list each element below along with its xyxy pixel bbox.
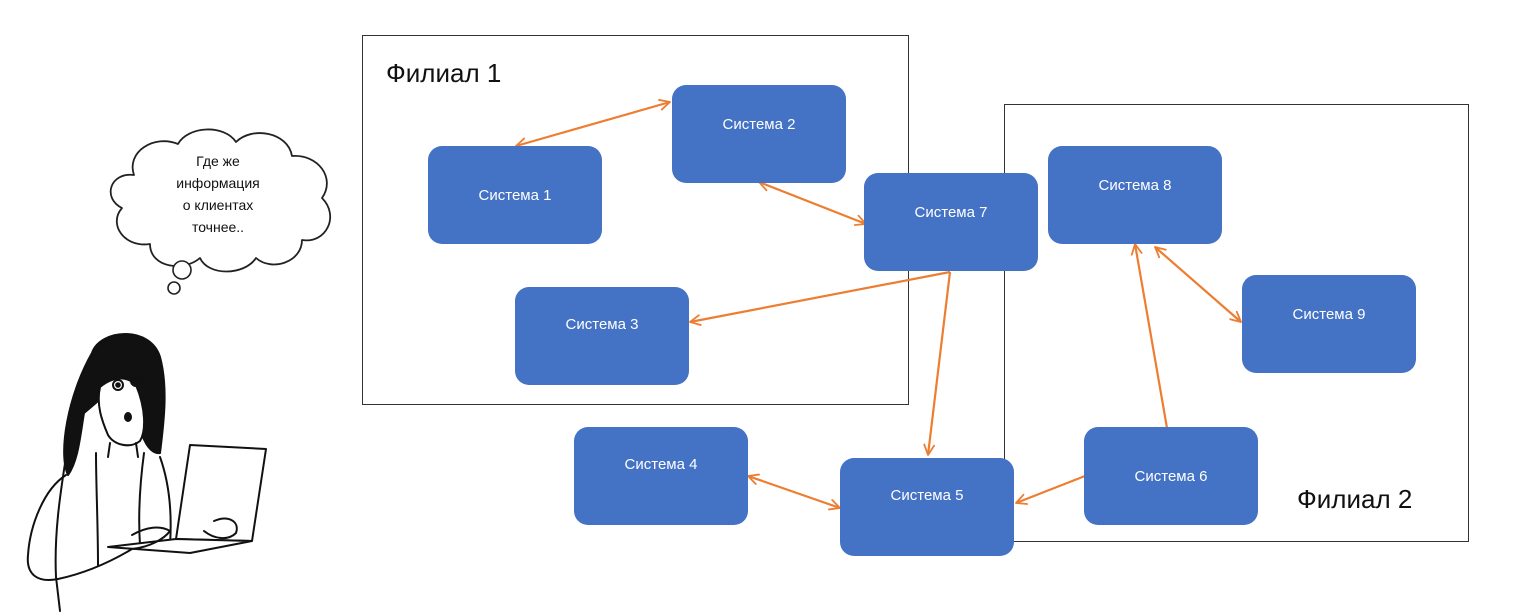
system-6: Система 6 (1084, 427, 1258, 525)
branch-2-label: Филиал 2 (1297, 484, 1413, 514)
torso (54, 456, 172, 612)
system-1-label: Система 1 (478, 186, 552, 204)
system-7: Система 7 (864, 173, 1038, 271)
neck (107, 442, 139, 458)
thought-text: Где же информация о клиентах точнее.. (148, 150, 288, 238)
laptop-base (107, 538, 253, 554)
eye-right (130, 375, 142, 387)
shirt-outline (95, 452, 145, 566)
system-9-label: Система 9 (1292, 305, 1366, 323)
system-8-label: Система 8 (1098, 176, 1172, 194)
thought-line-3: о клиентах (182, 197, 254, 213)
system-8: Система 8 (1048, 146, 1222, 244)
thought-dot-small (167, 281, 181, 295)
mouth (124, 412, 132, 422)
system-3-label: Система 3 (565, 316, 639, 333)
system-6-label: Система 6 (1134, 467, 1208, 485)
thought-dot-large (172, 260, 192, 280)
edge-s7-s5 (923, 271, 952, 456)
person-with-laptop-illustration (26, 333, 267, 612)
system-4-label: Система 4 (624, 456, 698, 473)
right-hand (203, 517, 238, 539)
system-5: Система 5 (840, 458, 1014, 556)
system-9: Система 9 (1242, 275, 1416, 373)
system-7-label: Система 7 (914, 203, 988, 221)
system-1: Система 1 (428, 146, 602, 244)
pupil-left (115, 382, 121, 388)
thought-line-4: точнее.. (191, 219, 245, 235)
branch-1-label: Филиал 1 (386, 58, 502, 88)
eye-left (112, 379, 124, 391)
left-hand (131, 526, 171, 550)
left-arm (26, 474, 133, 581)
face-outline (97, 377, 146, 447)
edge-s4-s5 (747, 473, 841, 511)
system-5-label: Система 5 (890, 487, 964, 504)
system-2-label: Система 2 (722, 115, 796, 133)
thought-line-2: информация (176, 175, 260, 191)
system-3: Система 3 (515, 287, 689, 385)
laptop-screen (175, 444, 267, 542)
system-2: Система 2 (672, 85, 846, 183)
thought-line-1: Где же (196, 153, 240, 169)
system-4: Система 4 (574, 427, 748, 525)
thought-bubble (109, 128, 332, 295)
thought-cloud-shape (109, 128, 332, 273)
pupil-right (133, 378, 139, 384)
